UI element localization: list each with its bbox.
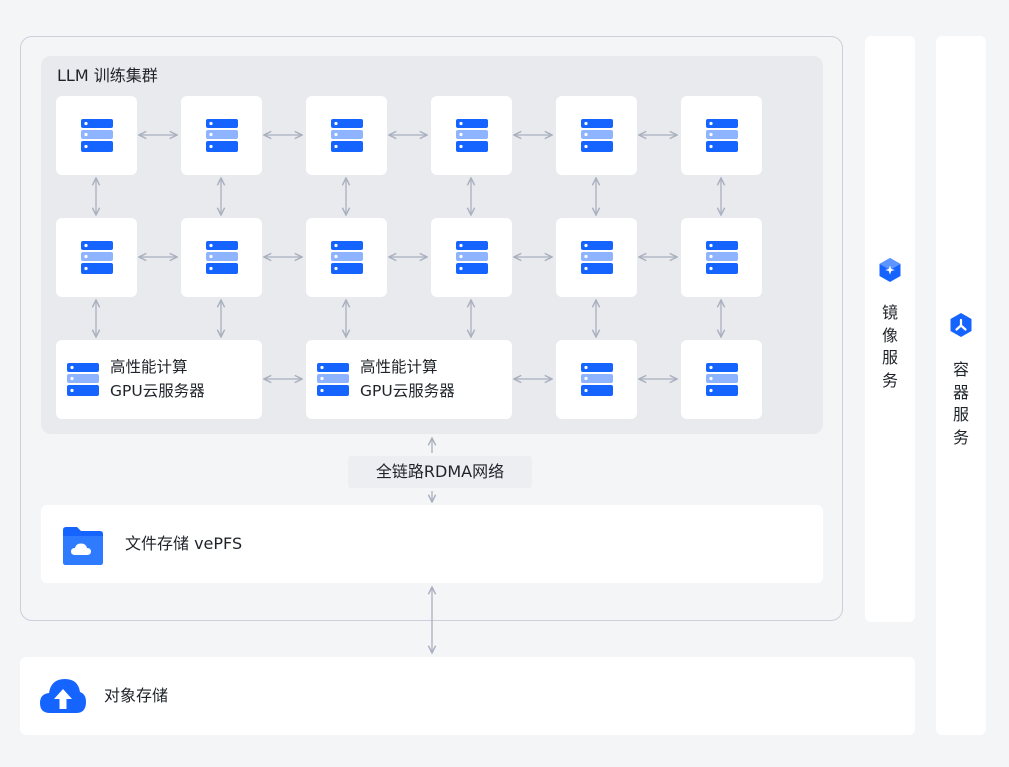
server-rack-icon — [456, 119, 488, 156]
gpu-server-label: 高性能计算 GPU云服务器 — [360, 358, 455, 400]
server-rack-icon — [317, 363, 349, 400]
gpu-server-node[interactable] — [306, 218, 387, 297]
gpu-server-node[interactable] — [681, 340, 762, 419]
gpu-server-node[interactable] — [431, 96, 512, 175]
server-rack-icon — [581, 119, 613, 156]
cloud-upload-icon — [40, 679, 86, 713]
file-storage-card[interactable]: 文件存储 vePFS — [41, 505, 823, 583]
cluster-title: LLM 训练集群 — [57, 66, 158, 85]
server-rack-icon — [581, 241, 613, 278]
gpu-server-node[interactable] — [556, 96, 637, 175]
cloud-folder-icon — [63, 527, 103, 565]
gpu-server-node[interactable] — [56, 96, 137, 175]
container-service-column[interactable]: 容 器 服 务 — [936, 36, 986, 735]
gpu-cloud-server-card[interactable]: 高性能计算 GPU云服务器 — [306, 340, 512, 419]
gpu-server-node[interactable] — [181, 218, 262, 297]
image-service-column[interactable]: 镜 像 服 务 — [865, 36, 915, 622]
server-rack-icon — [206, 119, 238, 156]
server-rack-icon — [81, 241, 113, 278]
gpu-server-node[interactable] — [181, 96, 262, 175]
server-rack-icon — [706, 241, 738, 278]
gpu-server-label: 高性能计算 GPU云服务器 — [110, 358, 205, 400]
server-rack-icon — [67, 363, 99, 400]
server-rack-icon — [81, 119, 113, 156]
rdma-network-label: 全链路RDMA网络 — [348, 456, 532, 488]
container-service-label: 容 器 服 务 — [952, 360, 969, 447]
gpu-server-node[interactable] — [56, 218, 137, 297]
gpu-server-node[interactable] — [431, 218, 512, 297]
server-rack-icon — [706, 363, 738, 400]
object-storage-card[interactable]: 对象存储 — [20, 657, 915, 735]
server-rack-icon — [331, 241, 363, 278]
gpu-cloud-server-card[interactable]: 高性能计算 GPU云服务器 — [56, 340, 262, 419]
gpu-server-node[interactable] — [306, 96, 387, 175]
object-storage-label: 对象存储 — [104, 686, 169, 705]
server-rack-icon — [456, 241, 488, 278]
server-rack-icon — [706, 119, 738, 156]
server-rack-icon — [581, 363, 613, 400]
gpu-server-node[interactable] — [556, 340, 637, 419]
gpu-server-node[interactable] — [556, 218, 637, 297]
cube-container-icon — [950, 313, 972, 337]
server-rack-icon — [331, 119, 363, 156]
image-service-label: 镜 像 服 务 — [881, 303, 898, 390]
gpu-server-node[interactable] — [681, 96, 762, 175]
server-rack-icon — [206, 241, 238, 278]
gpu-server-node[interactable] — [681, 218, 762, 297]
cube-sparkle-icon — [879, 258, 901, 282]
file-storage-label: 文件存储 vePFS — [125, 534, 243, 553]
